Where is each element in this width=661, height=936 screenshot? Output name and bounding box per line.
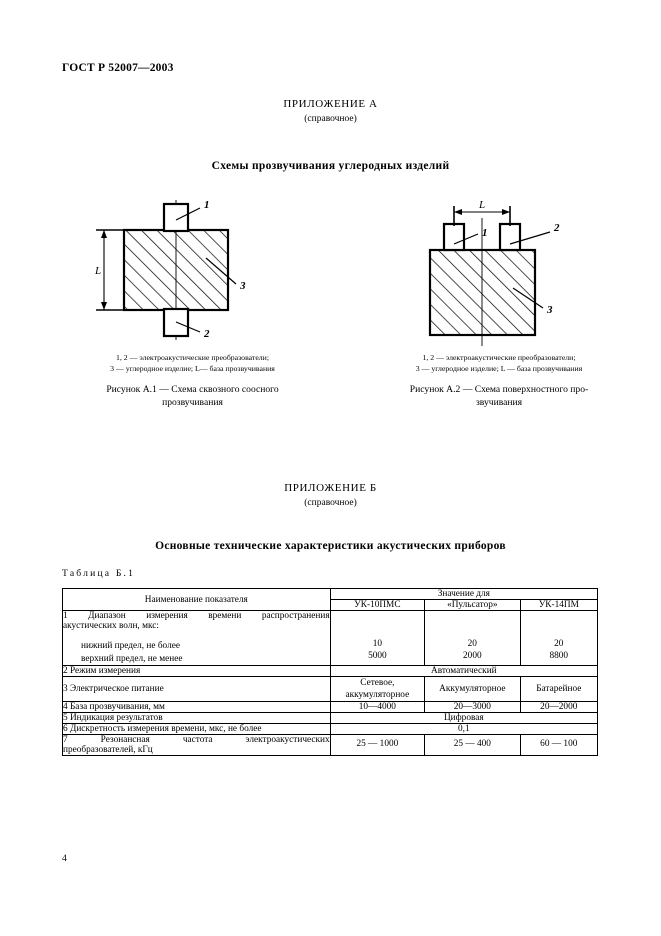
appendix-a-title: ПРИЛОЖЕНИЕ А xyxy=(283,98,378,110)
table-header: Наименование показателя Значение для УК‑… xyxy=(62,588,599,611)
table-row: 5 Индикация результатов Цифровая xyxy=(62,712,599,725)
figure-a1-label-3: 3 xyxy=(239,280,246,292)
figure-a1-drawing: L 1 2 3 xyxy=(94,199,246,340)
row-1-v3-lower: 20 xyxy=(554,638,564,649)
page-number: 4 xyxy=(62,853,67,864)
row-7-value-device-3: 60 — 100 xyxy=(519,734,599,757)
figure-a2-dimension-label: L xyxy=(478,199,485,211)
row-7-value-device-2: 25 — 400 xyxy=(424,734,521,757)
row-5-name-cell: 5 Индикация результатов xyxy=(62,712,331,725)
row-2-name-cell: 2 Режим измерения xyxy=(62,665,331,678)
row-1-value-device-1: 10 5000 xyxy=(329,609,426,667)
transducer-1-shape xyxy=(162,202,190,233)
leader-line-2 xyxy=(175,321,201,333)
dimension-arrow-left xyxy=(454,209,462,215)
transducer-1-shape xyxy=(442,222,466,252)
column-header-device-3: УК‑14ПМ xyxy=(519,599,599,611)
column-header-group: Значение для xyxy=(329,588,599,600)
figure-a1-dimension-label: L xyxy=(94,265,101,277)
figure-a1-legend: 1, 2 — электроакустические преобразовате… xyxy=(60,352,325,375)
row-6-name-cell: 6 Дискретность измерения времени, мкс, н… xyxy=(62,723,331,736)
figure-a2-caption: Рисунок А.2 — Схема поверхностного про- … xyxy=(368,384,630,410)
table-row: 7 Резонансная частота электроакустически… xyxy=(62,734,599,757)
figure-a1-label-2: 2 xyxy=(203,328,210,340)
appendix-b-title: ПРИЛОЖЕНИЕ Б xyxy=(284,482,377,494)
column-header-device-2: «Пульсатор» xyxy=(424,599,521,611)
figure-a2-label-1: 1 xyxy=(482,227,488,239)
figure-a2-caption-line2: звучивания xyxy=(475,396,523,408)
row-1-v1-lower: 10 xyxy=(372,638,382,649)
row-1-name-second: акустических волн, мкс: xyxy=(63,621,159,631)
row-3-value-device-2: Аккумуляторное xyxy=(424,676,521,703)
spacer xyxy=(63,631,330,640)
row-7-name-second: преобразователей, кГц xyxy=(63,745,153,756)
row-6-merged-value: 0,1 xyxy=(329,723,599,736)
dimension-arrow-bottom xyxy=(101,302,107,310)
row-2-merged-value: Автоматический xyxy=(329,665,599,678)
figure-a2: L 1 2 3 1, 2 — электроакустические преоб… xyxy=(368,196,630,409)
figure-a1-caption: Рисунок А.1 — Схема сквозного соосного п… xyxy=(60,384,325,410)
row-1-v2-upper: 2000 xyxy=(463,651,482,662)
figure-a1: L 1 2 3 1, 2 — электроакустические преоб… xyxy=(60,196,325,409)
figure-a1-label-1: 1 xyxy=(204,199,210,211)
figure-a2-label-2: 2 xyxy=(553,222,560,234)
figure-a2-caption-line1: Рисунок А.2 — Схема поверхностного про- xyxy=(409,383,589,395)
table-row: 6 Дискретность измерения времени, мкс, н… xyxy=(62,723,599,736)
row-1-sub-2: верхний предел, не менее xyxy=(81,653,183,664)
column-header-device-1: УК‑10ПМС xyxy=(329,599,426,611)
figure-a1-caption-line2: прозвучивания xyxy=(162,396,223,408)
appendix-b-heading: Основные технические характеристики акус… xyxy=(155,540,506,552)
appendix-a-heading: Схемы прозвучивания углеродных изделий xyxy=(211,160,450,172)
row-4-name-cell: 4 База прозвучивания, мм xyxy=(62,701,331,714)
appendix-a-subtitle: (справочное) xyxy=(304,114,357,124)
table-body: 1 Диапазон измерения времени распростран… xyxy=(62,609,599,757)
leader-line-1 xyxy=(175,207,201,221)
transducer-2-shape xyxy=(498,222,522,252)
row-4-value-device-2: 20—3000 xyxy=(424,701,521,714)
row-7-name-main: 7 Резонансная частота электроакустически… xyxy=(63,735,330,746)
row-4-value-device-1: 10—4000 xyxy=(329,701,426,714)
leader-line-3 xyxy=(205,257,237,285)
carbon-block-shape xyxy=(428,248,537,337)
row-1-v3-upper: 8800 xyxy=(549,651,569,662)
column-header-name: Наименование показателя xyxy=(62,588,331,611)
row-5-merged-value: Цифровая xyxy=(329,712,599,725)
figure-a1-legend-line2: 3 — углеродное изделие; L— база прозвучи… xyxy=(110,364,275,374)
figure-a2-label-3: 3 xyxy=(546,304,553,316)
table-row: 4 База прозвучивания, мм 10—4000 20—3000… xyxy=(62,701,599,714)
row-3-value-device-1: Сетевое, аккумуляторное xyxy=(329,676,426,703)
figure-a2-drawing: L 1 2 3 xyxy=(428,199,560,346)
row-1-value-device-2: 20 2000 xyxy=(424,609,521,667)
table-header-row-2: УК‑10ПМС «Пульсатор» УК‑14ПМ xyxy=(63,599,599,611)
figure-a1-legend-line1: 1, 2 — электроакустические преобразовате… xyxy=(115,353,270,362)
row-7-value-device-1: 25 — 1000 xyxy=(329,734,426,757)
figure-a2-legend-line2: 3 — углеродное изделие; L — база прозвуч… xyxy=(415,364,583,374)
leader-line-2 xyxy=(509,231,551,245)
row-1-name-cell: 1 Диапазон измерения времени распростран… xyxy=(62,609,331,667)
table-row: 1 Диапазон измерения времени распростран… xyxy=(62,609,599,667)
leader-line-3 xyxy=(512,287,544,309)
row-4-value-device-3: 20—2000 xyxy=(519,701,599,714)
table-row: 3 Электрическое питание Сетевое, аккумул… xyxy=(62,676,599,703)
table-header-row-1: Наименование показателя Значение для xyxy=(62,588,599,611)
figure-a2-legend: 1, 2 — электроакустические преобразовате… xyxy=(368,352,630,375)
row-1-value-device-3: 20 8800 xyxy=(519,609,599,667)
table-label: Таблица Б.1 xyxy=(62,568,136,579)
row-7-name-cell: 7 Резонансная частота электроакустически… xyxy=(62,734,331,757)
row-1-v1-upper: 5000 xyxy=(368,651,387,662)
row-3-value-device-3: Батарейное xyxy=(519,676,599,703)
leader-line-1 xyxy=(453,233,479,245)
specifications-table: Наименование показателя Значение для УК‑… xyxy=(62,588,599,757)
figure-a2-legend-line1: 1, 2 — электроакустические преобразовате… xyxy=(422,353,576,362)
row-1-sub-1: нижний предел, не более xyxy=(81,641,180,651)
dimension-arrow-top xyxy=(101,230,107,238)
row-1-v2-lower: 20 xyxy=(467,638,477,649)
appendix-b-subtitle: (справочное) xyxy=(304,498,357,508)
standard-header: ГОСТ Р 52007—2003 xyxy=(62,62,174,74)
table-row: 2 Режим измерения Автоматический xyxy=(62,665,599,678)
row-3-name-cell: 3 Электрическое питание xyxy=(62,676,331,703)
dimension-arrow-right xyxy=(502,209,510,215)
row-1-name-main: 1 Диапазон измерения времени распростран… xyxy=(63,611,330,621)
figure-a1-caption-line1: Рисунок А.1 — Схема сквозного соосного xyxy=(106,383,279,395)
